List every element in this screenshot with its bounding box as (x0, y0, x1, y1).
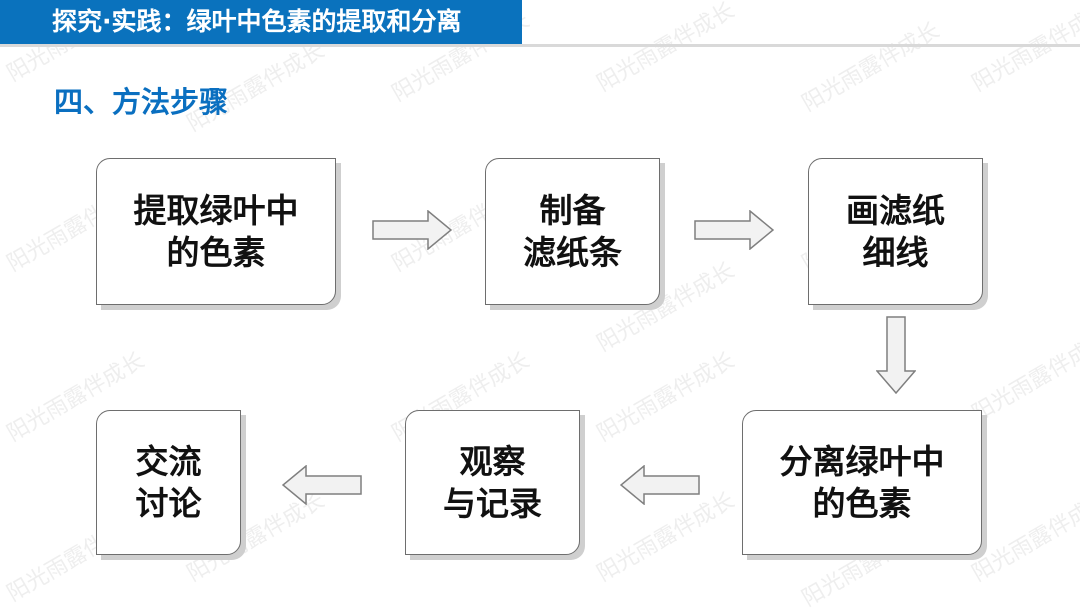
step-label-line: 细线 (862, 232, 929, 272)
step-box-extract-pigments: 提取绿叶中 的色素 (96, 158, 336, 305)
left-arrow-icon (282, 465, 362, 505)
step-box-observe-record: 观察 与记录 (405, 410, 580, 555)
step-label-line: 讨论 (135, 483, 202, 523)
watermark: 阳光雨露伴成长 (968, 488, 1080, 587)
step-label: 制备 滤纸条 (523, 190, 622, 274)
step-label: 提取绿叶中 的色素 (134, 190, 299, 274)
step-box-prepare-filter-paper: 制备 滤纸条 (485, 158, 660, 305)
step-label-line: 的色素 (812, 483, 912, 523)
watermark: 阳光雨露伴成长 (798, 18, 944, 117)
step-label-line: 观察 (459, 441, 526, 481)
step-label-line: 分离绿叶中 (779, 441, 945, 481)
watermark: 阳光雨露伴成长 (968, 0, 1080, 97)
step-label-line: 与记录 (443, 483, 542, 523)
step-box-separate-pigments: 分离绿叶中 的色素 (742, 410, 982, 555)
right-arrow-icon (694, 210, 774, 250)
watermark: 阳光雨露伴成长 (593, 0, 739, 97)
down-arrow-icon (876, 316, 916, 394)
step-label-line: 滤纸条 (523, 232, 622, 272)
step-label: 交流 讨论 (136, 441, 202, 525)
step-label-line: 提取绿叶中 (133, 190, 299, 230)
header-divider (0, 44, 1080, 47)
left-arrow-icon (620, 465, 700, 505)
step-label-line: 制备 (539, 190, 606, 230)
watermark: 阳光雨露伴成长 (968, 328, 1080, 427)
step-label-line: 交流 (135, 441, 202, 481)
page-title: 探究·实践：绿叶中色素的提取和分离 (52, 7, 462, 36)
step-box-discuss: 交流 讨论 (96, 410, 241, 555)
section-heading: 四、方法步骤 (54, 85, 229, 119)
step-label: 画滤纸 细线 (846, 190, 945, 274)
step-label: 观察 与记录 (443, 441, 542, 525)
step-label-line: 画滤纸 (846, 190, 945, 230)
step-label-line: 的色素 (166, 232, 266, 272)
right-arrow-icon (372, 210, 452, 250)
step-label: 分离绿叶中 的色素 (780, 441, 945, 525)
step-box-draw-filter-line: 画滤纸 细线 (808, 158, 983, 305)
header-bar (0, 0, 522, 44)
watermark: 阳光雨露伴成长 (593, 348, 739, 447)
